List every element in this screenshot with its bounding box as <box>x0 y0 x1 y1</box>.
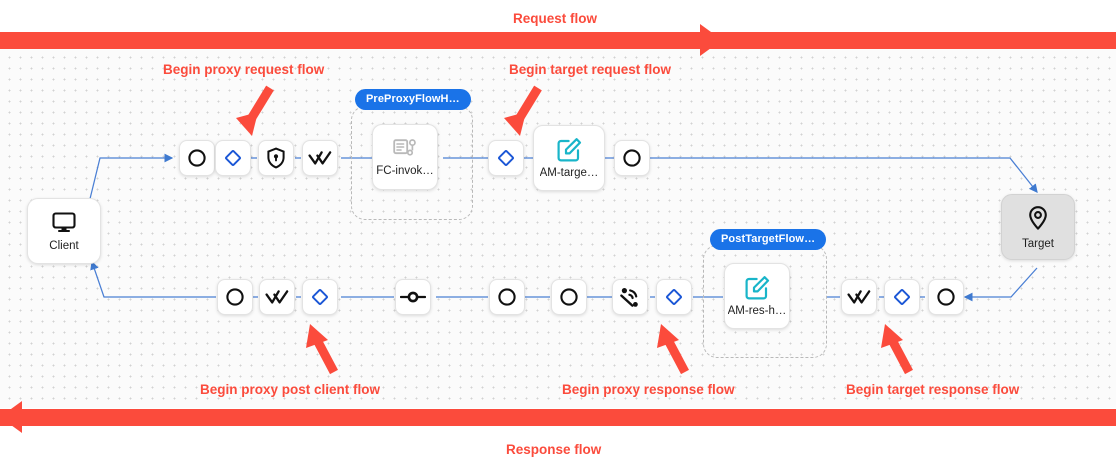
diamond-icon <box>224 149 242 167</box>
edit-square-icon <box>556 137 582 163</box>
annotation-begin-proxy-response-flow: Begin proxy response flow <box>562 382 735 397</box>
annotation-arrow-begin-target-response-flow <box>865 318 925 378</box>
endpoint-target[interactable]: Target <box>1001 194 1075 260</box>
annotation-begin-proxy-request-flow: Begin proxy request flow <box>163 62 325 77</box>
double-check-icon <box>308 150 332 166</box>
circle-icon <box>622 148 642 168</box>
node-req-step-3[interactable] <box>258 140 294 176</box>
endpoint-client[interactable]: Client <box>27 198 101 264</box>
annotation-arrow-begin-target-request-flow <box>494 84 554 140</box>
node-res-step-2[interactable] <box>259 279 295 315</box>
group-badge-post-target-flow-hook[interactable]: PostTargetFlow… <box>710 229 827 250</box>
response-flow-arrowhead <box>0 401 22 433</box>
response-flow-label: Response flow <box>506 442 602 457</box>
circle-icon <box>936 287 956 307</box>
node-res-step-6[interactable] <box>551 279 587 315</box>
response-flow-bar <box>0 409 1116 426</box>
request-flow-label: Request flow <box>513 11 598 26</box>
node-res-step-10[interactable] <box>841 279 877 315</box>
annotation-arrow-begin-proxy-post-client-flow <box>290 318 350 378</box>
node-req-step-5[interactable]: FC-invok… <box>372 124 445 197</box>
diamond-icon <box>311 288 329 306</box>
node-res-step-3[interactable] <box>302 279 338 315</box>
diamond-icon <box>665 288 683 306</box>
annotation-arrow-begin-proxy-request-flow <box>222 84 282 140</box>
node-req-step-5-label: FC-invok… <box>376 165 434 177</box>
edit-square-icon <box>744 275 770 301</box>
request-flow-bar <box>0 32 1116 49</box>
node-req-step-2[interactable] <box>215 140 251 176</box>
node-res-step-1[interactable] <box>217 279 253 315</box>
group-badge-pre-proxy-flow-hook[interactable]: PreProxyFlowH… <box>355 89 471 110</box>
node-req-step-7-label: AM-targe… <box>539 167 599 179</box>
node-req-step-8[interactable] <box>614 140 650 176</box>
circle-icon <box>497 287 517 307</box>
request-flow-arrowhead <box>700 24 722 56</box>
diamond-icon <box>497 149 515 167</box>
node-req-step-7[interactable]: AM-targe… <box>533 125 605 191</box>
node-dot-icon <box>400 290 426 304</box>
map-pin-icon <box>1027 205 1049 231</box>
node-req-step-4[interactable] <box>302 140 338 176</box>
diagram-background <box>0 48 1116 408</box>
node-res-step-9[interactable]: AM-res-h… <box>724 263 797 336</box>
shield-lock-icon <box>266 147 286 169</box>
monitor-icon <box>51 211 77 233</box>
script-flow-icon <box>392 137 418 161</box>
node-res-step-5[interactable] <box>489 279 525 315</box>
node-res-step-11[interactable] <box>884 279 920 315</box>
circle-icon <box>559 287 579 307</box>
annotation-begin-proxy-post-client-flow: Begin proxy post client flow <box>200 382 381 397</box>
endpoint-target-label: Target <box>1022 237 1054 250</box>
circle-icon <box>187 148 207 168</box>
annotation-arrow-begin-proxy-response-flow <box>641 318 701 378</box>
broadcast-icon <box>618 285 642 309</box>
double-check-icon <box>265 289 289 305</box>
endpoint-client-label: Client <box>49 239 79 252</box>
annotation-begin-target-request-flow: Begin target request flow <box>509 62 672 77</box>
diamond-icon <box>893 288 911 306</box>
node-res-step-9-label: AM-res-h… <box>727 305 787 317</box>
node-res-step-8[interactable] <box>656 279 692 315</box>
double-check-icon <box>847 289 871 305</box>
circle-icon <box>225 287 245 307</box>
node-res-step-7[interactable] <box>612 279 648 315</box>
annotation-begin-target-response-flow: Begin target response flow <box>846 382 1020 397</box>
node-res-step-4[interactable] <box>395 279 431 315</box>
node-res-step-12[interactable] <box>928 279 964 315</box>
node-req-step-1[interactable] <box>179 140 215 176</box>
node-req-step-6[interactable] <box>488 140 524 176</box>
